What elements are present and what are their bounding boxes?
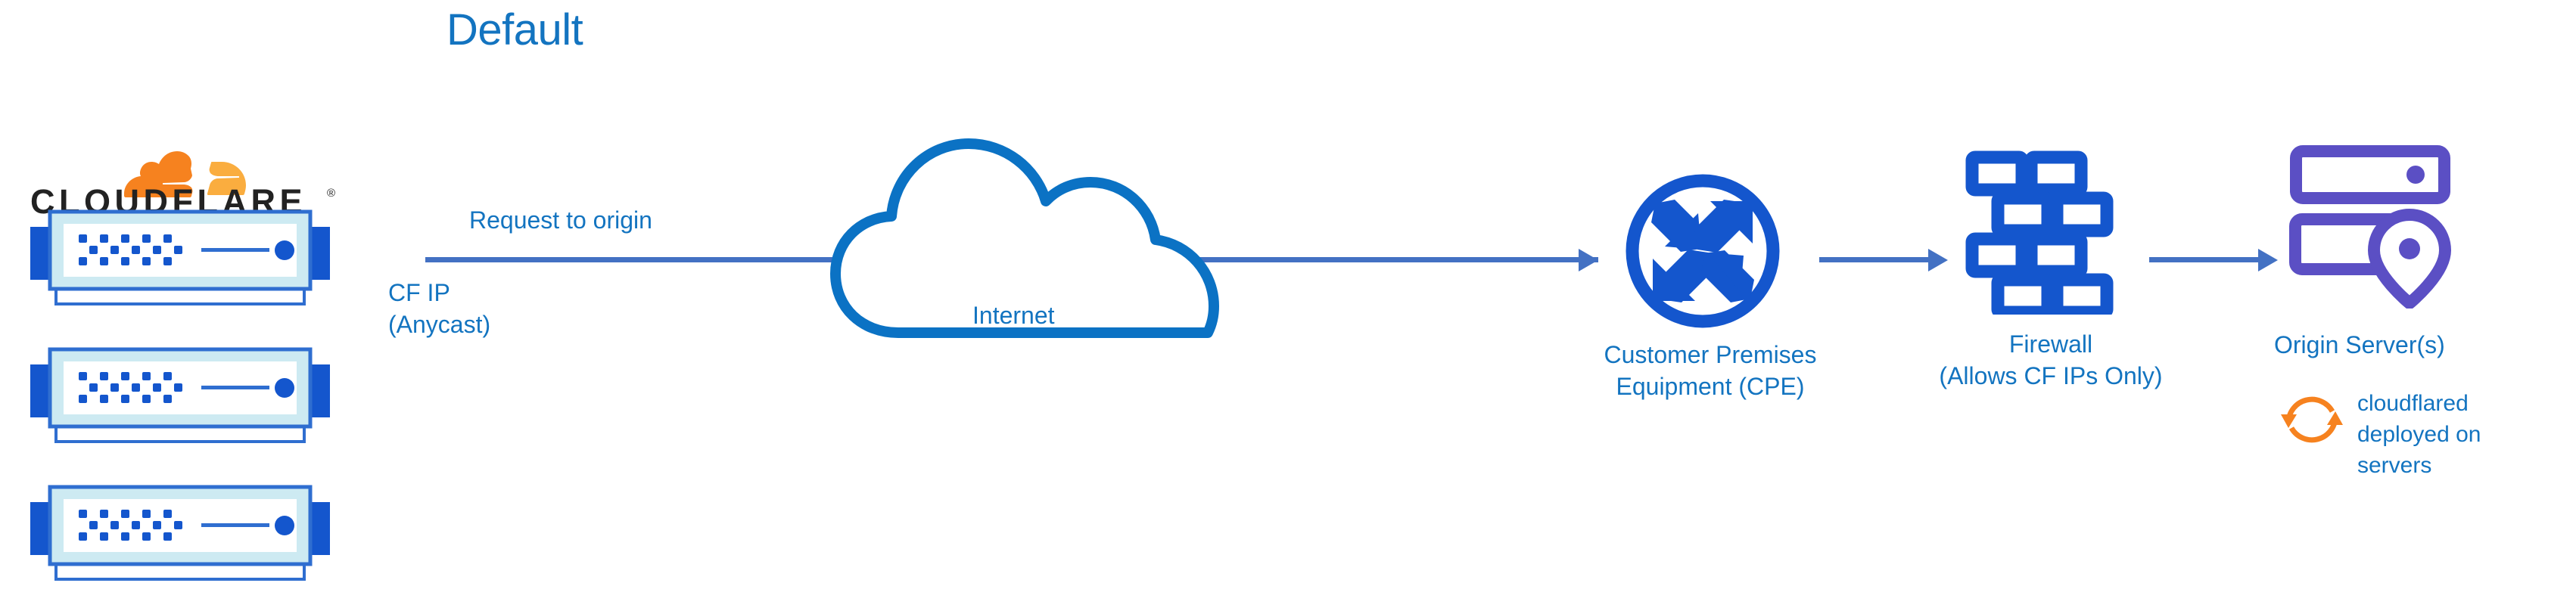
arrow-cpe-to-firewall-head bbox=[1928, 249, 1948, 271]
internet-cloud bbox=[825, 106, 1294, 348]
rack-server-icon bbox=[30, 485, 330, 581]
firewall-icon bbox=[1963, 148, 2122, 315]
cloudflare-edge-server-1 bbox=[21, 203, 339, 315]
cloudflare-edge-server-3 bbox=[21, 478, 339, 590]
arrow-firewall-to-origin-head bbox=[2258, 249, 2278, 271]
cpe-label: Customer Premises Equipment (CPE) bbox=[1604, 341, 1817, 400]
server-rack-pin-icon bbox=[2289, 145, 2452, 309]
cloud-outline-icon bbox=[830, 138, 1219, 338]
sync-arrows-icon bbox=[2278, 386, 2346, 454]
rack-server-icon bbox=[30, 347, 330, 443]
arrow-firewall-to-origin-line bbox=[2149, 257, 2263, 262]
sync-arrows-icon bbox=[2285, 396, 2338, 443]
page-title: Default bbox=[446, 5, 583, 54]
cloudflare-edge-server-2 bbox=[21, 340, 339, 452]
internet-label: Internet bbox=[972, 302, 1055, 329]
cpe-router-icon bbox=[1619, 168, 1786, 334]
cloudflared-label: cloudflared deployed on servers bbox=[2357, 391, 2481, 478]
brick-wall-icon bbox=[1965, 150, 2114, 315]
arrow-cpe-to-firewall-line bbox=[1819, 257, 1933, 262]
sync-arrowheads bbox=[2281, 411, 2343, 428]
svg-text:®: ® bbox=[327, 187, 335, 200]
origin-server-icon bbox=[2288, 142, 2462, 309]
router-icon bbox=[1626, 174, 1780, 328]
cf-ip-anycast-label: CF IP (Anycast) bbox=[388, 279, 491, 338]
origin-server-label: Origin Server(s) bbox=[2274, 331, 2445, 358]
cloudflare-cloud-logo-icon bbox=[124, 151, 246, 197]
request-to-origin-label: Request to origin bbox=[469, 206, 652, 234]
arrow-edge-to-cpe-head bbox=[1579, 249, 1598, 271]
rack-server-icon bbox=[30, 209, 330, 305]
firewall-label: Firewall (Allows CF IPs Only) bbox=[1939, 330, 2163, 389]
